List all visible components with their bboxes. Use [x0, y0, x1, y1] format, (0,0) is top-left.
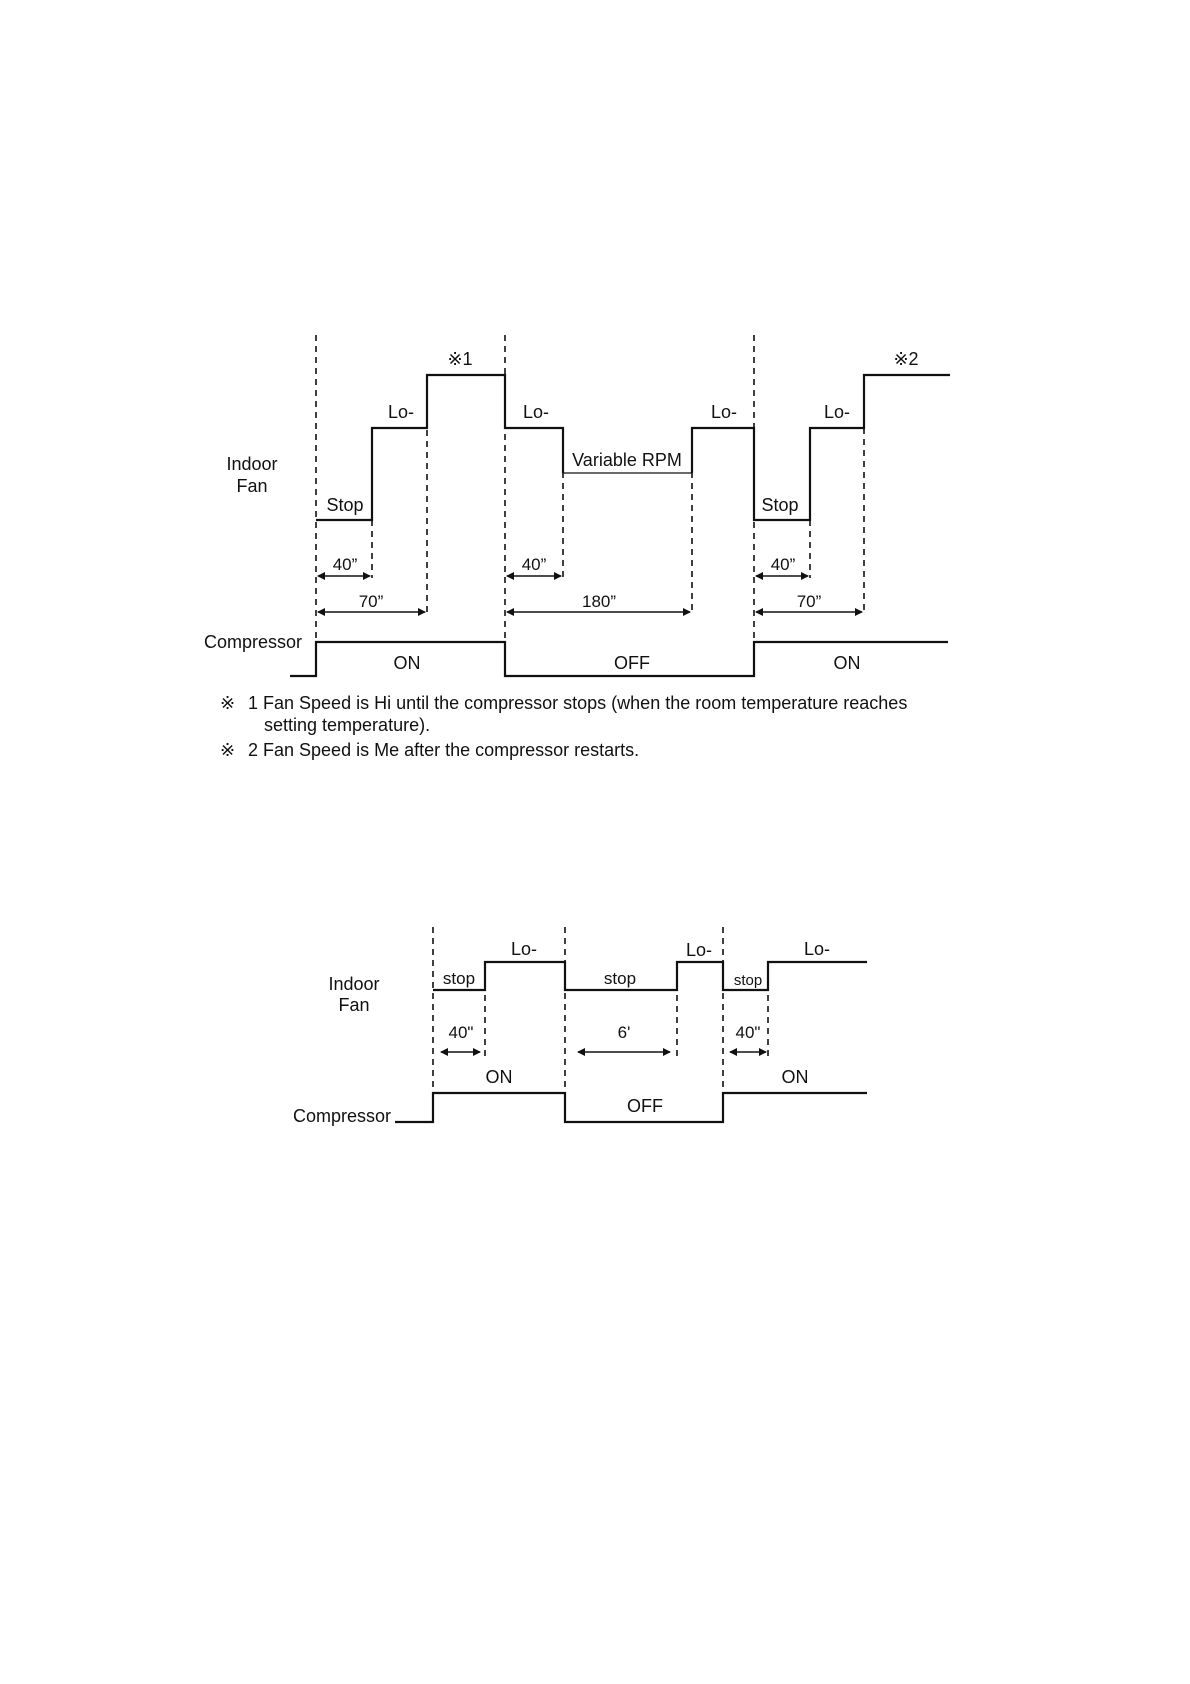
compressor-off-label: OFF	[614, 653, 650, 673]
stop-level-label: stop	[734, 972, 762, 989]
note-mark-2: ※2	[893, 349, 918, 369]
diagram-2-fan-compressor-timing: Indoor Fan Compressor Lo- Lo- Lo- stop s…	[293, 927, 867, 1126]
stop-level-label: stop	[443, 969, 475, 988]
note-mark-1: ※1	[447, 349, 472, 369]
duration-label-180: 180”	[582, 592, 616, 611]
indoor-fan-waveform	[433, 960, 867, 992]
indoor-fan-waveform-1	[316, 373, 565, 522]
indoor-fan-label-line2: Fan	[338, 995, 369, 1015]
stop-level-label: Stop	[326, 495, 363, 515]
lo-level-label: Lo-	[711, 402, 737, 422]
compressor-on-label: ON	[782, 1067, 809, 1087]
footnote-2-line1: 2 Fan Speed is Me after the compressor r…	[248, 740, 639, 760]
lo-level-label: Lo-	[511, 939, 537, 959]
indoor-fan-label-line2: Fan	[236, 476, 267, 496]
duration-label-40: 40”	[771, 555, 796, 574]
lo-level-label: Lo-	[523, 402, 549, 422]
variable-rpm-label: Variable RPM	[572, 450, 682, 470]
lo-level-label: Lo-	[804, 939, 830, 959]
compressor-waveform	[290, 640, 948, 678]
stop-level-label: Stop	[761, 495, 798, 515]
duration-label-6: 6'	[618, 1023, 631, 1042]
footnote-mark: ※	[220, 740, 235, 760]
footnote-1-line2: setting temperature).	[264, 715, 430, 735]
footnote-mark: ※	[220, 693, 235, 713]
duration-label-40: 40”	[522, 555, 547, 574]
compressor-label: Compressor	[204, 632, 302, 652]
compressor-off-label: OFF	[627, 1096, 663, 1116]
lo-level-label: Lo-	[388, 402, 414, 422]
stop-level-label: stop	[604, 969, 636, 988]
diagram-1-fan-compressor-timing: Indoor Fan Compressor ※1 ※2 Lo- Lo- Lo- …	[204, 335, 950, 760]
duration-label-40: 40"	[449, 1023, 474, 1042]
duration-label-70: 70”	[797, 592, 822, 611]
duration-label-70: 70”	[359, 592, 384, 611]
indoor-fan-waveform-2	[690, 373, 950, 522]
footnote-1-line1: 1 Fan Speed is Hi until the compressor s…	[248, 693, 907, 713]
compressor-on-label: ON	[486, 1067, 513, 1087]
compressor-on-label: ON	[834, 653, 861, 673]
duration-label-40: 40”	[333, 555, 358, 574]
duration-label-40: 40"	[736, 1023, 761, 1042]
indoor-fan-label-line1: Indoor	[226, 454, 277, 474]
compressor-waveform	[395, 1091, 867, 1124]
compressor-on-label: ON	[394, 653, 421, 673]
lo-level-label: Lo-	[824, 402, 850, 422]
indoor-fan-label-line1: Indoor	[328, 974, 379, 994]
lo-level-label: Lo-	[686, 940, 712, 960]
compressor-label: Compressor	[293, 1106, 391, 1126]
